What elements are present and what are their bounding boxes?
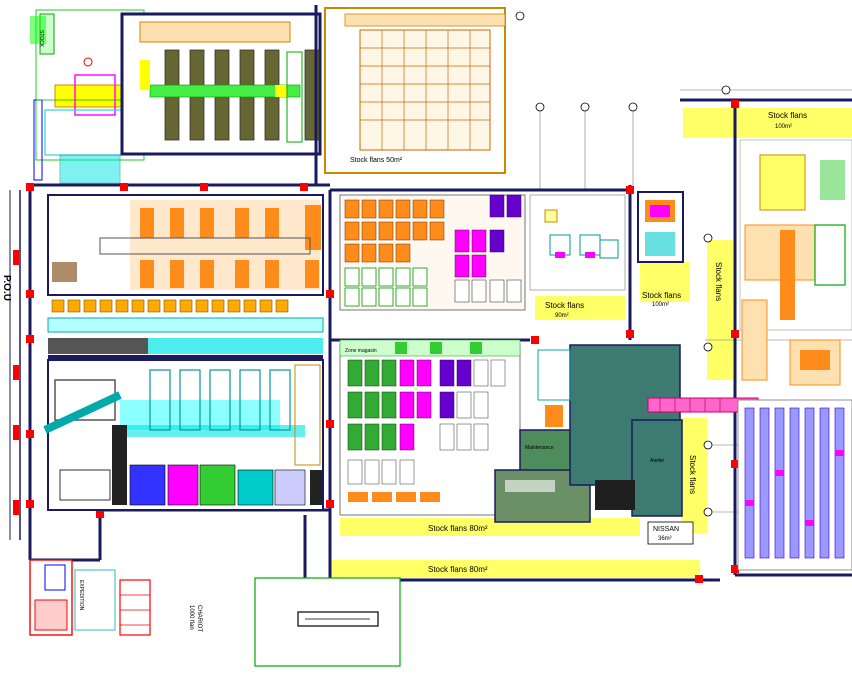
label-stock-right-top-sub: 100m² [775, 124, 792, 130]
label-stock-top-center: Stock flans 50m² [350, 157, 403, 164]
label-forklift: CHARIOT [196, 605, 202, 632]
right-lower-racks [737, 399, 852, 571]
stock-zone-right-vertical-1 [707, 240, 733, 380]
label-center-tag: Maintenance [525, 445, 554, 451]
label-stock-bottom-2: Stock flans 80m² [428, 565, 488, 574]
label-nissan-sub: 36m² [658, 536, 672, 542]
center-lower-racks [339, 339, 521, 516]
left-wall [9, 190, 21, 540]
stock-zone-bottom-1 [340, 518, 640, 536]
label-stock-right-top: Stock flans [768, 111, 807, 120]
label-stock-vertical-1: Stock flans [714, 262, 723, 301]
stock-zone-right-vertical-2 [681, 418, 707, 533]
label-stock-small: Stock flans [642, 291, 681, 300]
label-nissan: NISSAN [653, 526, 679, 533]
stock-zone-right-top [683, 108, 852, 138]
label-stock-vertical-2: Stock flans [688, 455, 697, 494]
text-labels: Stock flans 50m² Stock flans 100m² Stock… [1, 30, 807, 632]
label-forklift-sub: 1000 flan [188, 605, 194, 630]
top-production-room [120, 12, 322, 156]
machine-block-small [637, 191, 684, 263]
label-stock-small-sub: 100m² [652, 302, 669, 308]
top-left-cell [30, 9, 145, 184]
label-stock-center: Stock flans [545, 301, 584, 310]
center-machine-area [529, 194, 626, 291]
stock-zone-bottom-2 [330, 560, 700, 578]
bottom-left-area [29, 559, 151, 636]
stock-zone-center [535, 296, 625, 320]
label-stock-center-sub: 90m² [555, 313, 569, 319]
structural-columns [13, 100, 739, 583]
left-lower-hall [43, 359, 324, 511]
bottom-annex [254, 577, 401, 667]
right-upper-machines [739, 139, 852, 386]
label-pou: P.O.U [1, 275, 12, 301]
label-hall-tag: Zone magasin [345, 348, 377, 354]
label-left-top-tag: STOCK [38, 30, 44, 48]
center-right-rooms [494, 344, 683, 523]
center-upper-racks [339, 194, 526, 311]
top-storage-room [324, 7, 506, 174]
label-left-bottom-tag: EXPEDITION [78, 580, 84, 611]
label-stock-bottom-1: Stock flans 80m² [428, 524, 488, 533]
grid-markers [515, 11, 731, 517]
left-middle-hall [47, 194, 324, 359]
label-right-tag: Atelier [650, 458, 665, 464]
stock-zone-small [640, 262, 690, 302]
